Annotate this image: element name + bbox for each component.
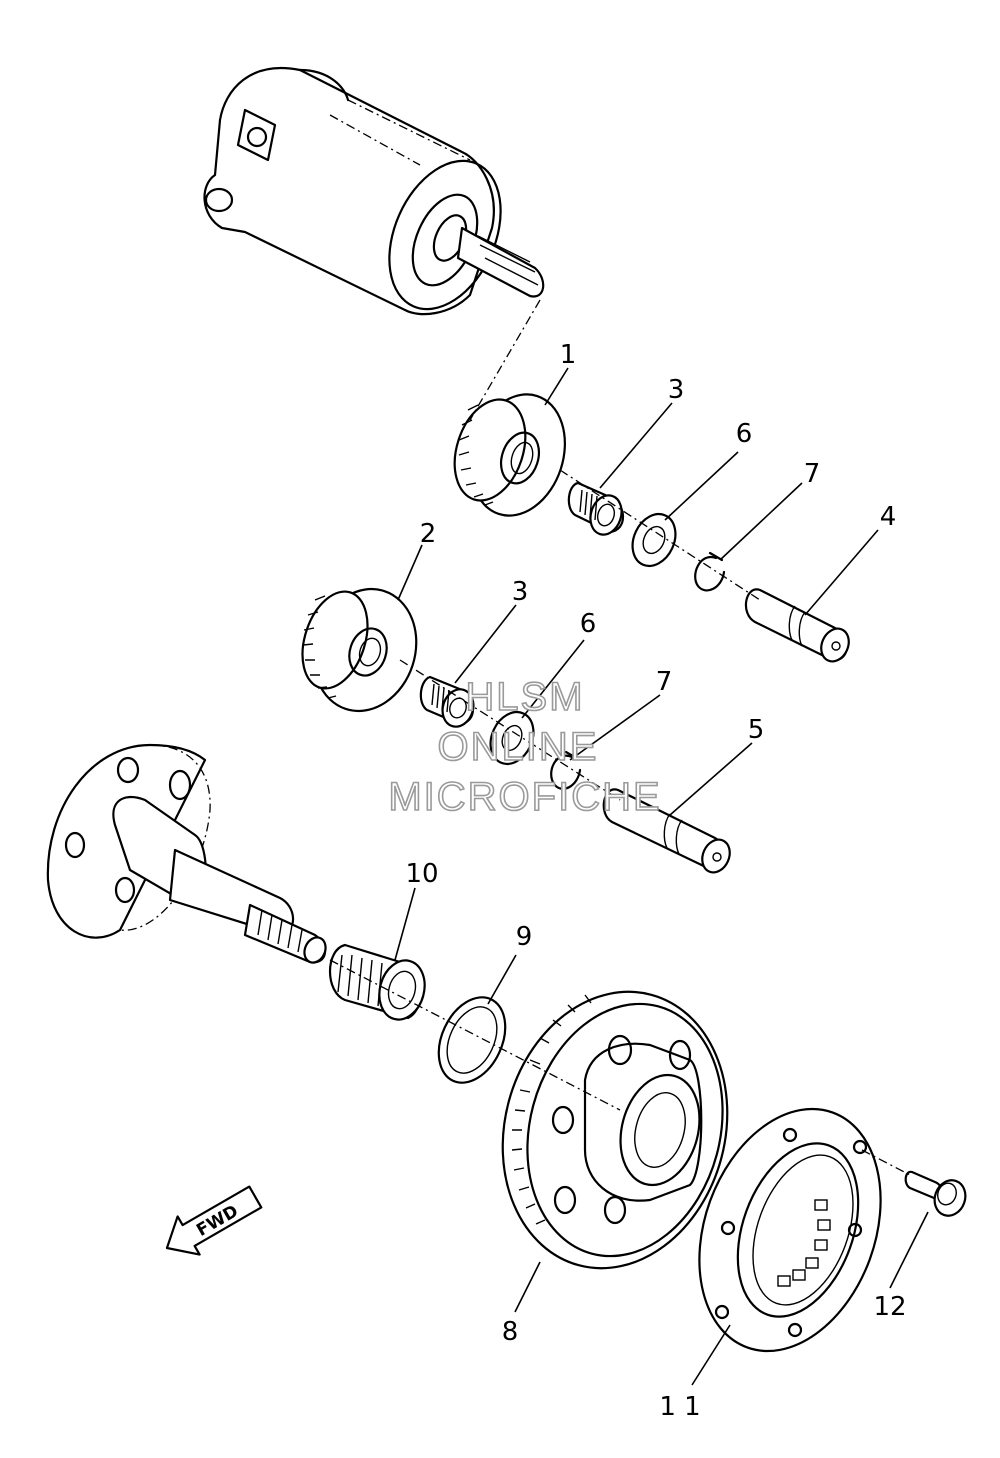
one-way-clutch-11 (698, 1107, 882, 1353)
callouts: 1 2 3 3 4 5 6 6 7 7 8 9 10 1 1 12 (405, 340, 906, 1422)
needle-bearing-3-lower (419, 675, 475, 728)
callout-10: 10 (405, 859, 438, 889)
idler-gear-2 (301, 587, 418, 713)
callout-6-upper: 6 (736, 419, 753, 449)
fwd-direction-arrow: FWD (165, 1185, 263, 1256)
callout-8: 8 (502, 1317, 519, 1347)
callout-5: 5 (748, 715, 765, 745)
circlip-7-upper (694, 551, 726, 592)
callout-6-lower: 6 (580, 609, 597, 639)
bolt-12 (861, 1149, 967, 1217)
starter-motor (203, 67, 545, 316)
idler-gear-1 (453, 393, 566, 517)
circlip-7-lower (550, 750, 582, 790)
callout-12: 12 (873, 1292, 906, 1322)
washer-9 (437, 996, 507, 1084)
shaft-4 (744, 588, 850, 663)
leader-lines (394, 367, 929, 1386)
callout-3-upper: 3 (668, 375, 685, 405)
callout-4: 4 (880, 502, 897, 532)
callout-7-lower: 7 (656, 667, 673, 697)
watermark: HLSM ONLINE MICROFICHE (388, 674, 661, 820)
callout-11: 1 1 (659, 1392, 700, 1422)
callout-9: 9 (516, 922, 533, 952)
callout-3-lower: 3 (512, 577, 529, 607)
drive-shaft (46, 743, 327, 964)
needle-bearing-3-upper (567, 481, 625, 536)
callout-1: 1 (560, 340, 577, 370)
watermark-line-1: HLSM (465, 675, 584, 719)
callout-2: 2 (420, 519, 437, 549)
shaft-5 (602, 788, 731, 874)
center-lines (329, 299, 761, 1111)
watermark-line-2: ONLINE (438, 725, 599, 769)
needle-bearing-10 (328, 943, 426, 1021)
washer-6-upper (631, 513, 677, 567)
watermark-line-3: MICROFICHE (388, 775, 661, 819)
callout-7-upper: 7 (804, 459, 821, 489)
starter-wheel-gear-8 (501, 990, 729, 1270)
